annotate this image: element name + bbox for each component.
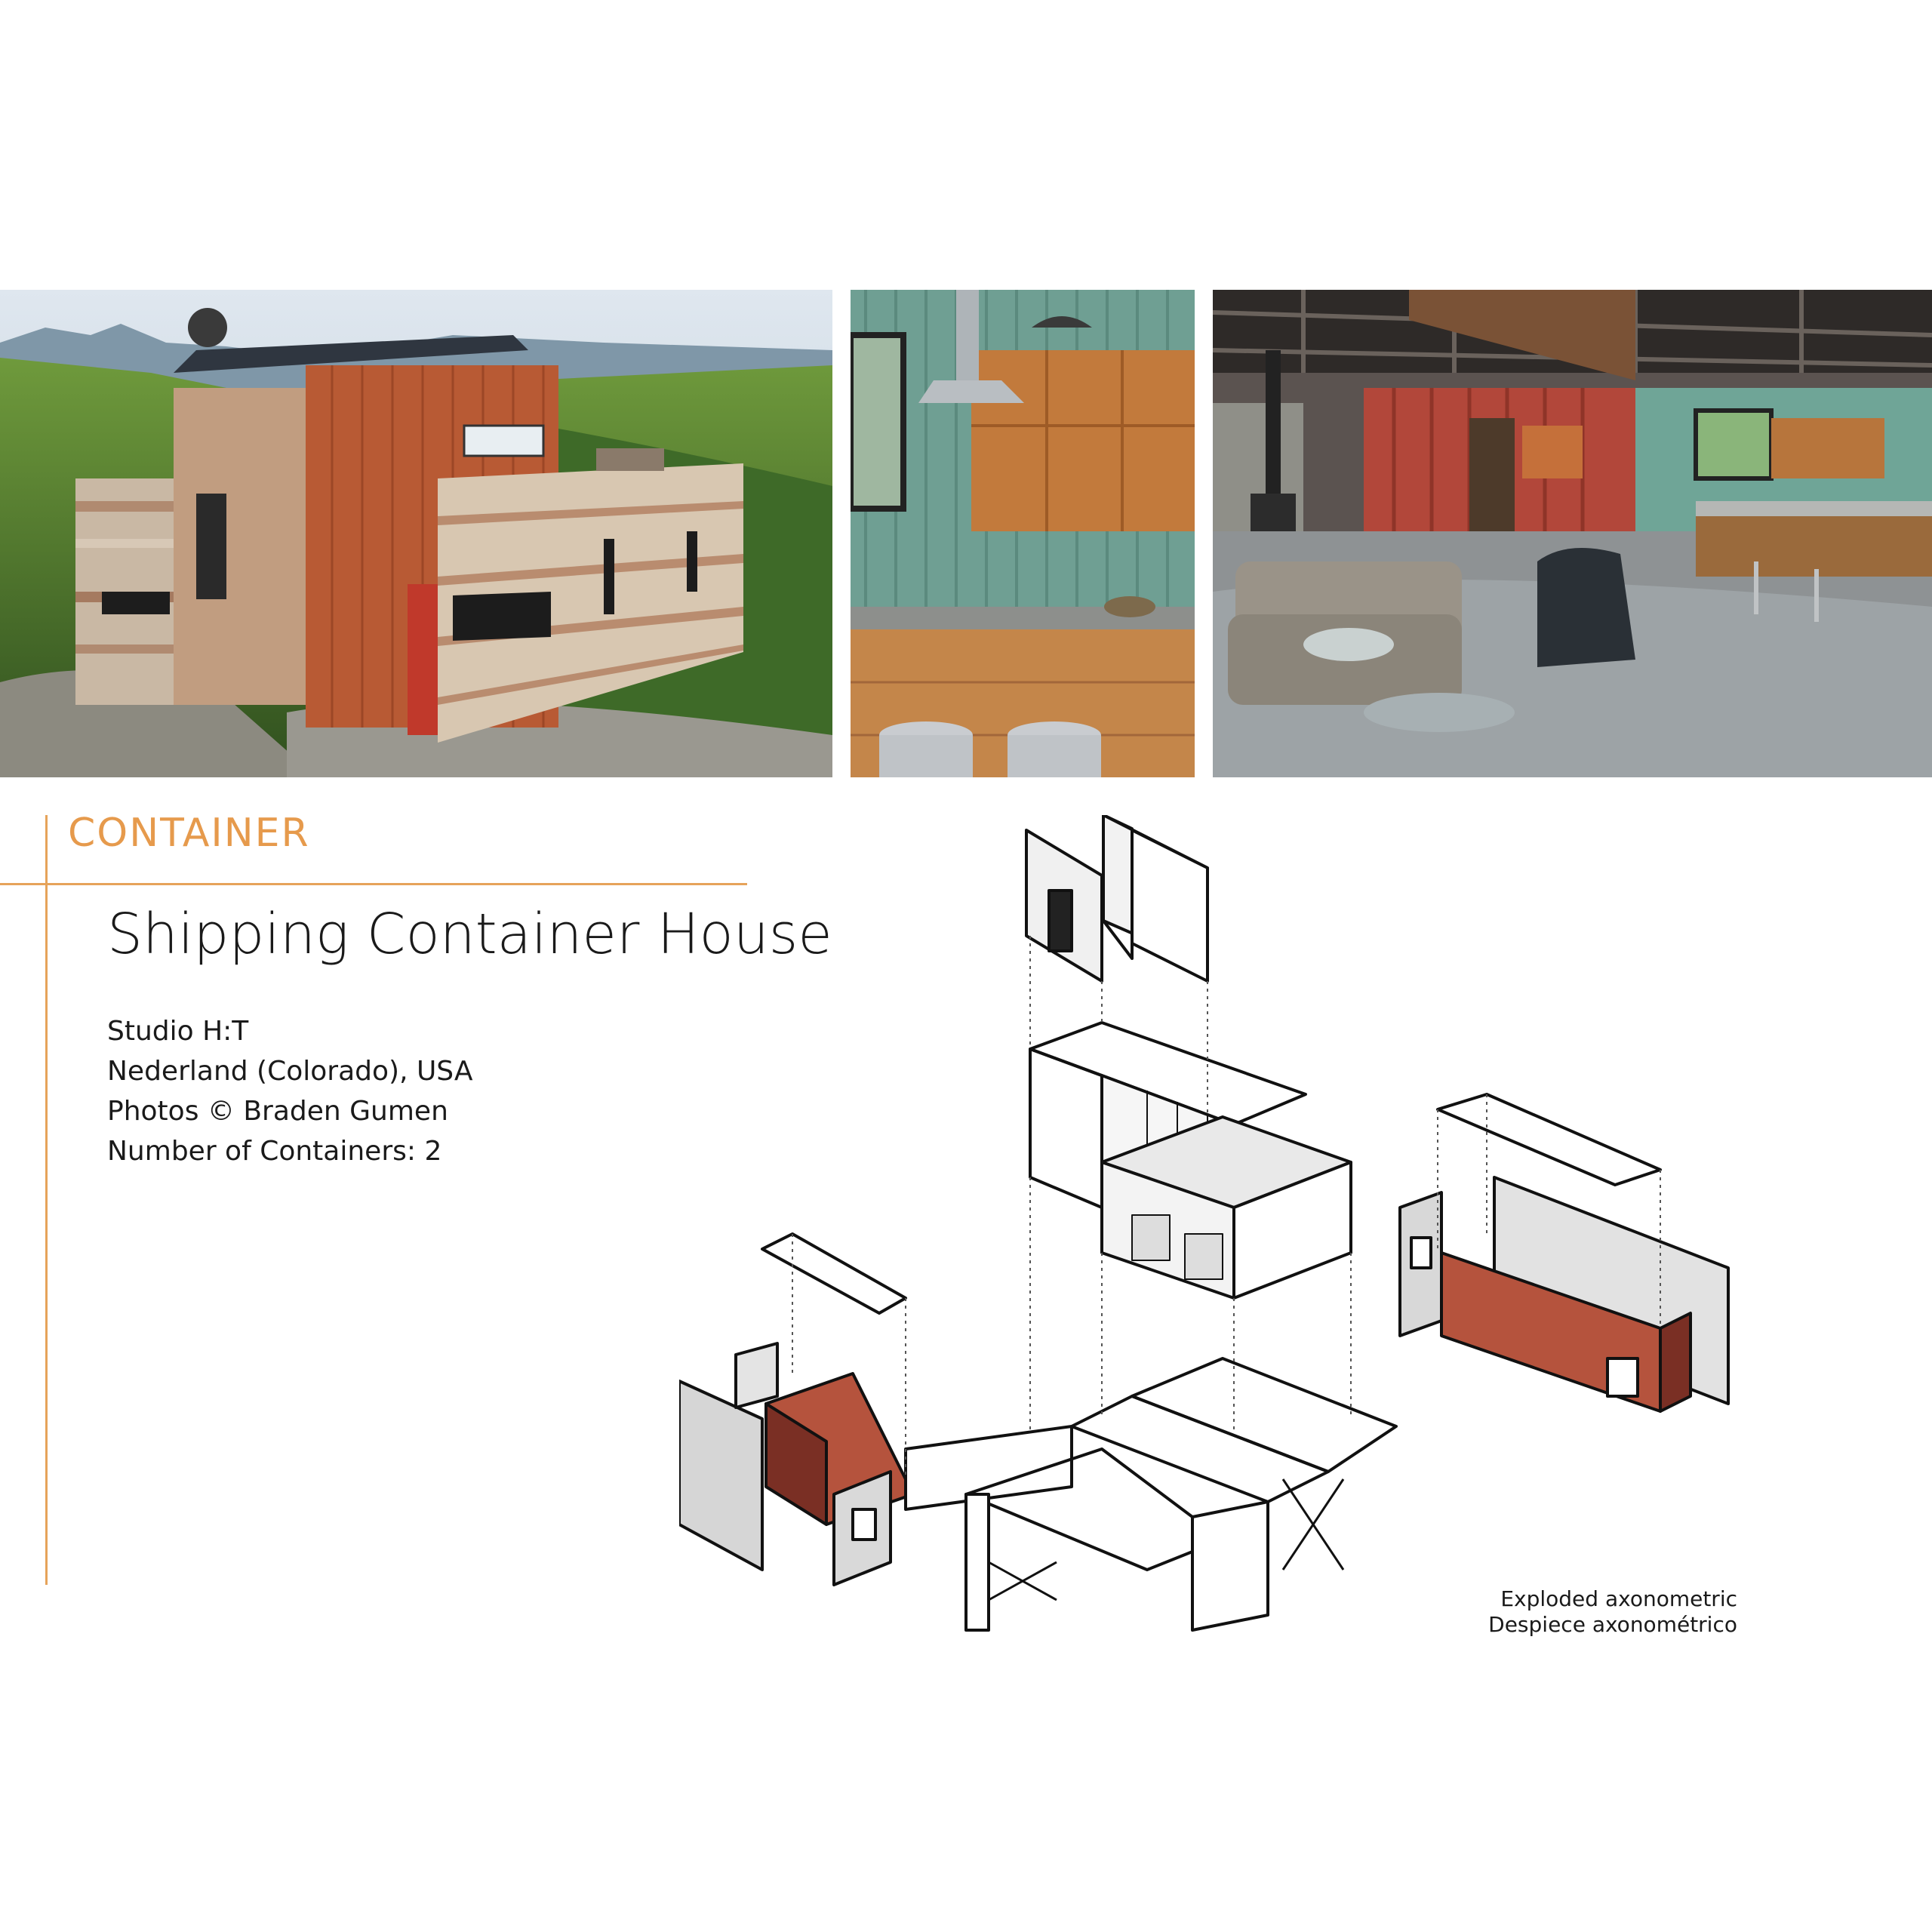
project-title: Shipping Container House	[107, 902, 832, 967]
project-architect: Studio H:T	[107, 1016, 249, 1047]
accent-horizontal-rule	[0, 883, 747, 885]
project-meta: Studio H:T Nederland (Colorado), USA Pho…	[107, 1011, 472, 1171]
diagram-caption: Exploded axonometric Despiece axonométri…	[1488, 1586, 1737, 1638]
exploded-axonometric-diagram	[679, 815, 1736, 1645]
diagram-caption-english: Exploded axonometric	[1500, 1586, 1737, 1611]
project-location: Nederland (Colorado), USA	[107, 1056, 473, 1087]
project-container-count: Number of Containers: 2	[107, 1136, 442, 1167]
exterior-photo	[0, 290, 832, 777]
section-category: CONTAINER	[68, 811, 310, 856]
project-photo-credit: Photos © Braden Gumen	[107, 1096, 448, 1127]
living-room-photo	[1213, 290, 1932, 777]
accent-vertical-rule	[45, 815, 48, 1585]
kitchen-photo	[851, 290, 1195, 777]
diagram-caption-spanish: Despiece axonométrico	[1488, 1612, 1737, 1637]
